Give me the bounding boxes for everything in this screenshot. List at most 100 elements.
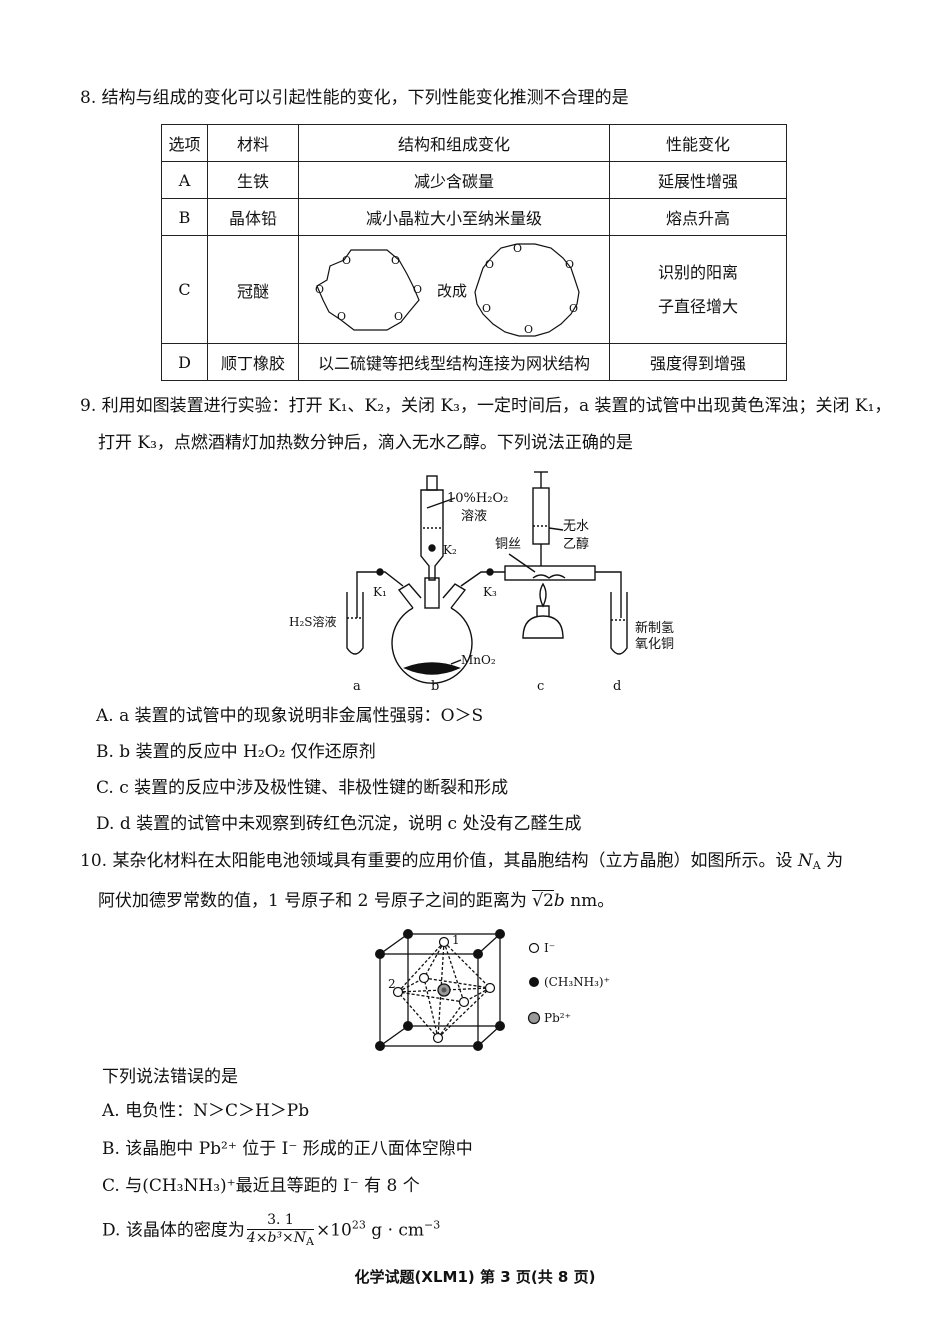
label-d: d bbox=[613, 679, 621, 694]
label-ethanol-1: 无水 bbox=[563, 519, 589, 534]
test-tube-d bbox=[610, 592, 628, 655]
mno2-powder bbox=[403, 662, 461, 675]
oxygen-atom: O bbox=[391, 254, 400, 267]
label-copper: 铜丝 bbox=[495, 537, 521, 552]
q10-option-c: C. 与(CH₃NH₃)⁺最近且等距的 I⁻ 有 8 个 bbox=[102, 1176, 420, 1196]
label-c: c bbox=[537, 679, 544, 694]
row-performance: 熔点升高 bbox=[609, 198, 787, 236]
row-change: 减小晶粒大小至纳米量级 bbox=[298, 198, 610, 236]
row-performance: 延展性增强 bbox=[609, 161, 787, 199]
row-option: B bbox=[161, 198, 208, 236]
legend-iodide: I⁻ bbox=[544, 941, 555, 955]
na-subscript: A bbox=[812, 859, 821, 872]
atom-2-label: 2 bbox=[388, 977, 396, 991]
small-ring-oxygens: O O O O O O bbox=[315, 254, 422, 323]
oxygen-atom: O bbox=[394, 310, 403, 323]
test-tube-a bbox=[346, 592, 364, 655]
table-row: B 晶体铅 减小晶粒大小至纳米量级 熔点升高 bbox=[161, 198, 787, 236]
table-row: D 顺丁橡胶 以二硫键等把线型结构连接为网状结构 强度得到增强 bbox=[161, 343, 787, 381]
legend-iodide-icon bbox=[528, 942, 540, 954]
oxygen-atom: O bbox=[342, 254, 351, 267]
denominator-subscript: A bbox=[306, 1235, 314, 1248]
row-material: 顺丁橡胶 bbox=[207, 343, 299, 381]
label-h2s: H₂S溶液 bbox=[289, 614, 337, 629]
row-change-crown-ethers: O O O O O O 改成 O O O O O O bbox=[298, 235, 610, 344]
row-performance: 强度得到增强 bbox=[609, 343, 787, 381]
funnel-stopper bbox=[426, 475, 438, 491]
row-option: D bbox=[161, 343, 208, 381]
atom-1-label: 1 bbox=[452, 933, 460, 947]
option-d-unit: g · cm bbox=[365, 1220, 425, 1241]
q10-crystal-cell-diagram: 1 2 I⁻ (CH₃NH₃)⁺ Pb²⁺ bbox=[375, 929, 610, 1051]
oxygen-atom: O bbox=[482, 302, 491, 315]
legend-pb: Pb²⁺ bbox=[544, 1011, 571, 1025]
large-ring-oxygens: O O O O O O bbox=[482, 242, 578, 336]
label-ethanol-2: 乙醇 bbox=[563, 536, 589, 552]
header-performance: 性能变化 bbox=[609, 124, 787, 162]
small-crown-ether bbox=[316, 248, 420, 331]
q10-stem-line2: 阿伏加德罗常数的值，1 号原子和 2 号原子之间的距离为 √2b nm。 bbox=[98, 888, 614, 914]
separatory-funnel bbox=[420, 489, 444, 581]
q9-stem-line1: 9. 利用如图装置进行实验：打开 K₁、K₂，关闭 K₃，一定时间后，a 装置的… bbox=[80, 396, 892, 416]
denominator-text: 4×b³×N bbox=[246, 1230, 307, 1246]
q9-option-b: B. b 装置的反应中 H₂O₂ 仅作还原剂 bbox=[96, 742, 376, 762]
label-k1: K₁ bbox=[373, 585, 387, 599]
oxygen-atom: O bbox=[565, 258, 574, 271]
row-performance-line2: 子直径增大 bbox=[657, 296, 738, 316]
row-change: 减少含碳量 bbox=[298, 161, 610, 199]
label-cuoh2-1: 新制氢 bbox=[635, 620, 674, 636]
oxygen-atom: O bbox=[513, 242, 522, 255]
label-cuoh2-2: 氧化铜 bbox=[635, 637, 674, 652]
back-face bbox=[407, 933, 501, 1027]
q10-stem-line1: 10. 某杂化材料在太阳能电池领域具有重要的应用价值，其晶胞结构（立方晶胞）如图… bbox=[80, 848, 843, 879]
row-material: 生铁 bbox=[207, 161, 299, 199]
row-change: 以二硫键等把线型结构连接为网状结构 bbox=[298, 343, 610, 381]
label-h2o2-2: 溶液 bbox=[461, 509, 487, 524]
option-d-prefix: D. 该晶体的密度为 bbox=[102, 1220, 245, 1241]
q9-stem-line2: 打开 K₃，点燃酒精灯加热数分钟后，滴入无水乙醇。下列说法正确的是 bbox=[98, 433, 633, 453]
q10-stem-text: 阿伏加德罗常数的值，1 号原子和 2 号原子之间的距离为 bbox=[98, 891, 533, 911]
table-row: A 生铁 减少含碳量 延展性增强 bbox=[161, 161, 787, 199]
horizontal-tube bbox=[504, 565, 596, 581]
label-h2o2-1: 10%H₂O₂ bbox=[447, 491, 508, 506]
oxygen-atom: O bbox=[524, 323, 533, 336]
copper-wire bbox=[532, 574, 566, 579]
pb-ion-core bbox=[441, 987, 447, 993]
oxygen-atom: O bbox=[413, 283, 422, 296]
round-bottom-flask bbox=[391, 607, 473, 684]
q8-table: 选项 材料 结构和组成变化 性能变化 A 生铁 减少含碳量 延展性增强 B 晶体… bbox=[161, 124, 787, 381]
q9-option-a: A. a 装置的试管中的现象说明非金属性强弱：O＞S bbox=[96, 706, 484, 726]
b-variable: b bbox=[553, 891, 565, 911]
label-k3: K₃ bbox=[483, 585, 497, 599]
table-header-row: 选项 材料 结构和组成变化 性能变化 bbox=[161, 124, 787, 162]
stopcock-k1-icon bbox=[376, 568, 384, 576]
legend-ch3nh3: (CH₃NH₃)⁺ bbox=[544, 975, 610, 989]
legend-ch3nh3-icon bbox=[529, 977, 539, 987]
q10-option-b: B. 该晶胞中 Pb²⁺ 位于 I⁻ 形成的正八面体空隙中 bbox=[102, 1139, 473, 1159]
crown-ether-diagram: O O O O O O 改成 O O O O O O bbox=[315, 242, 580, 337]
row-material: 晶体铅 bbox=[207, 198, 299, 236]
row-performance: 识别的阳离 子直径增大 bbox=[609, 235, 787, 344]
page-footer: 化学试题(XLM1) 第 3 页(共 8 页) bbox=[354, 1268, 596, 1286]
octahedron bbox=[397, 941, 491, 1039]
row-material: 冠醚 bbox=[207, 235, 299, 344]
stopcock-k3-icon bbox=[486, 568, 494, 576]
ch3nh3-ions bbox=[375, 929, 505, 1051]
q10-stem-text: 为 bbox=[820, 851, 844, 871]
label-k2: K₂ bbox=[443, 543, 457, 557]
oxygen-atom: O bbox=[337, 310, 346, 323]
fraction-numerator: 3. 1 bbox=[246, 1212, 314, 1230]
stopcock-k2-icon bbox=[428, 544, 436, 552]
q10-option-a: A. 电负性：N＞C＞H＞Pb bbox=[102, 1101, 310, 1121]
table-row: C 冠醚 O O O O O O 改成 O bbox=[161, 235, 787, 344]
alcohol-lamp bbox=[522, 615, 564, 639]
header-change: 结构和组成变化 bbox=[298, 124, 610, 162]
row-option: C bbox=[161, 235, 208, 344]
q9-apparatus-diagram: 10%H₂O₂ 溶液 K₂ K₁ K₃ H₂S溶液 MnO₂ 铜丝 无水 乙醇 … bbox=[289, 471, 674, 694]
oxygen-atom: O bbox=[485, 258, 494, 271]
row-performance-line1: 识别的阳离 bbox=[657, 262, 738, 282]
large-crown-ether bbox=[474, 242, 580, 337]
legend-pb-icon bbox=[527, 1011, 541, 1025]
option-d-exponent: 23 bbox=[351, 1218, 366, 1232]
